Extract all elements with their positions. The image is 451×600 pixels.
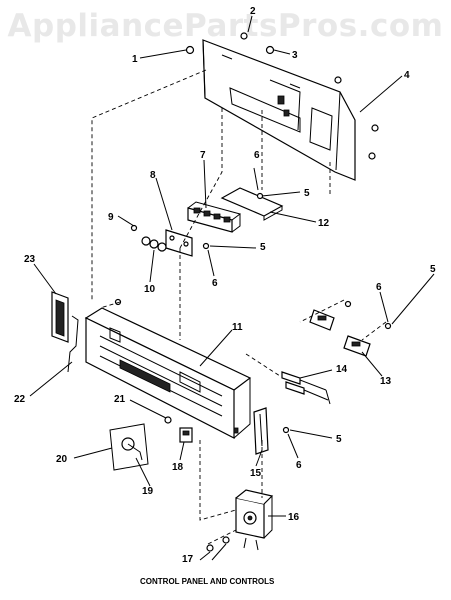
knob-set: [141, 236, 167, 252]
clip-assembly: [109, 423, 149, 471]
bracket-screws: [185, 32, 379, 160]
diagram-caption: CONTROL PANEL AND CONTROLS: [140, 577, 275, 586]
callout-4: 4: [404, 70, 410, 81]
callout-labels: 1 2 3 4 6 5 7 8 9 12 5 10 6 23 11 6 5 13…: [14, 6, 436, 565]
small-screws: [114, 192, 392, 434]
callout-11: 11: [232, 322, 243, 333]
watermark: AppliancePartsPros.com: [7, 8, 444, 44]
callout-1: 1: [132, 54, 138, 65]
callout-12: 12: [318, 218, 330, 229]
callout-3: 3: [292, 50, 298, 61]
cover-plate: [220, 187, 284, 221]
callout-6d: 6: [296, 460, 302, 471]
callout-21: 21: [114, 394, 126, 405]
callout-20: 20: [56, 454, 68, 465]
switch-block: [187, 201, 242, 233]
callout-16: 16: [288, 512, 300, 523]
callout-5b: 5: [260, 242, 266, 253]
callout-17: 17: [182, 554, 194, 565]
callout-13: 13: [380, 376, 392, 387]
assembly-lines: [91, 69, 387, 545]
callout-5c: 5: [430, 264, 436, 275]
callout-8: 8: [150, 170, 156, 181]
callout-19: 19: [142, 486, 154, 497]
callout-6b: 6: [212, 278, 218, 289]
mounting-bracket: [165, 229, 193, 257]
timer-motor: [235, 489, 274, 551]
side-trim: [51, 291, 79, 373]
callout-23: 23: [24, 254, 36, 265]
small-switch: [179, 427, 193, 443]
console-bracket: [202, 39, 356, 181]
callout-10: 10: [144, 284, 156, 295]
callout-5d: 5: [336, 434, 342, 445]
callout-15: 15: [250, 468, 262, 479]
callout-18: 18: [172, 462, 184, 473]
callout-7: 7: [200, 150, 206, 161]
rear-switch: [309, 309, 371, 357]
callout-14: 14: [336, 364, 348, 375]
connectors: [206, 536, 230, 552]
callout-9: 9: [108, 212, 114, 223]
callout-6a: 6: [254, 150, 260, 161]
diffuser-strip: [253, 407, 269, 455]
callout-6c: 6: [376, 282, 382, 293]
control-panel: [84, 307, 252, 439]
callout-5a: 5: [304, 188, 310, 199]
leader-lines: [29, 15, 435, 561]
callout-22: 22: [14, 394, 26, 405]
callout-2: 2: [250, 6, 256, 17]
terminal-lamps: [281, 371, 331, 405]
